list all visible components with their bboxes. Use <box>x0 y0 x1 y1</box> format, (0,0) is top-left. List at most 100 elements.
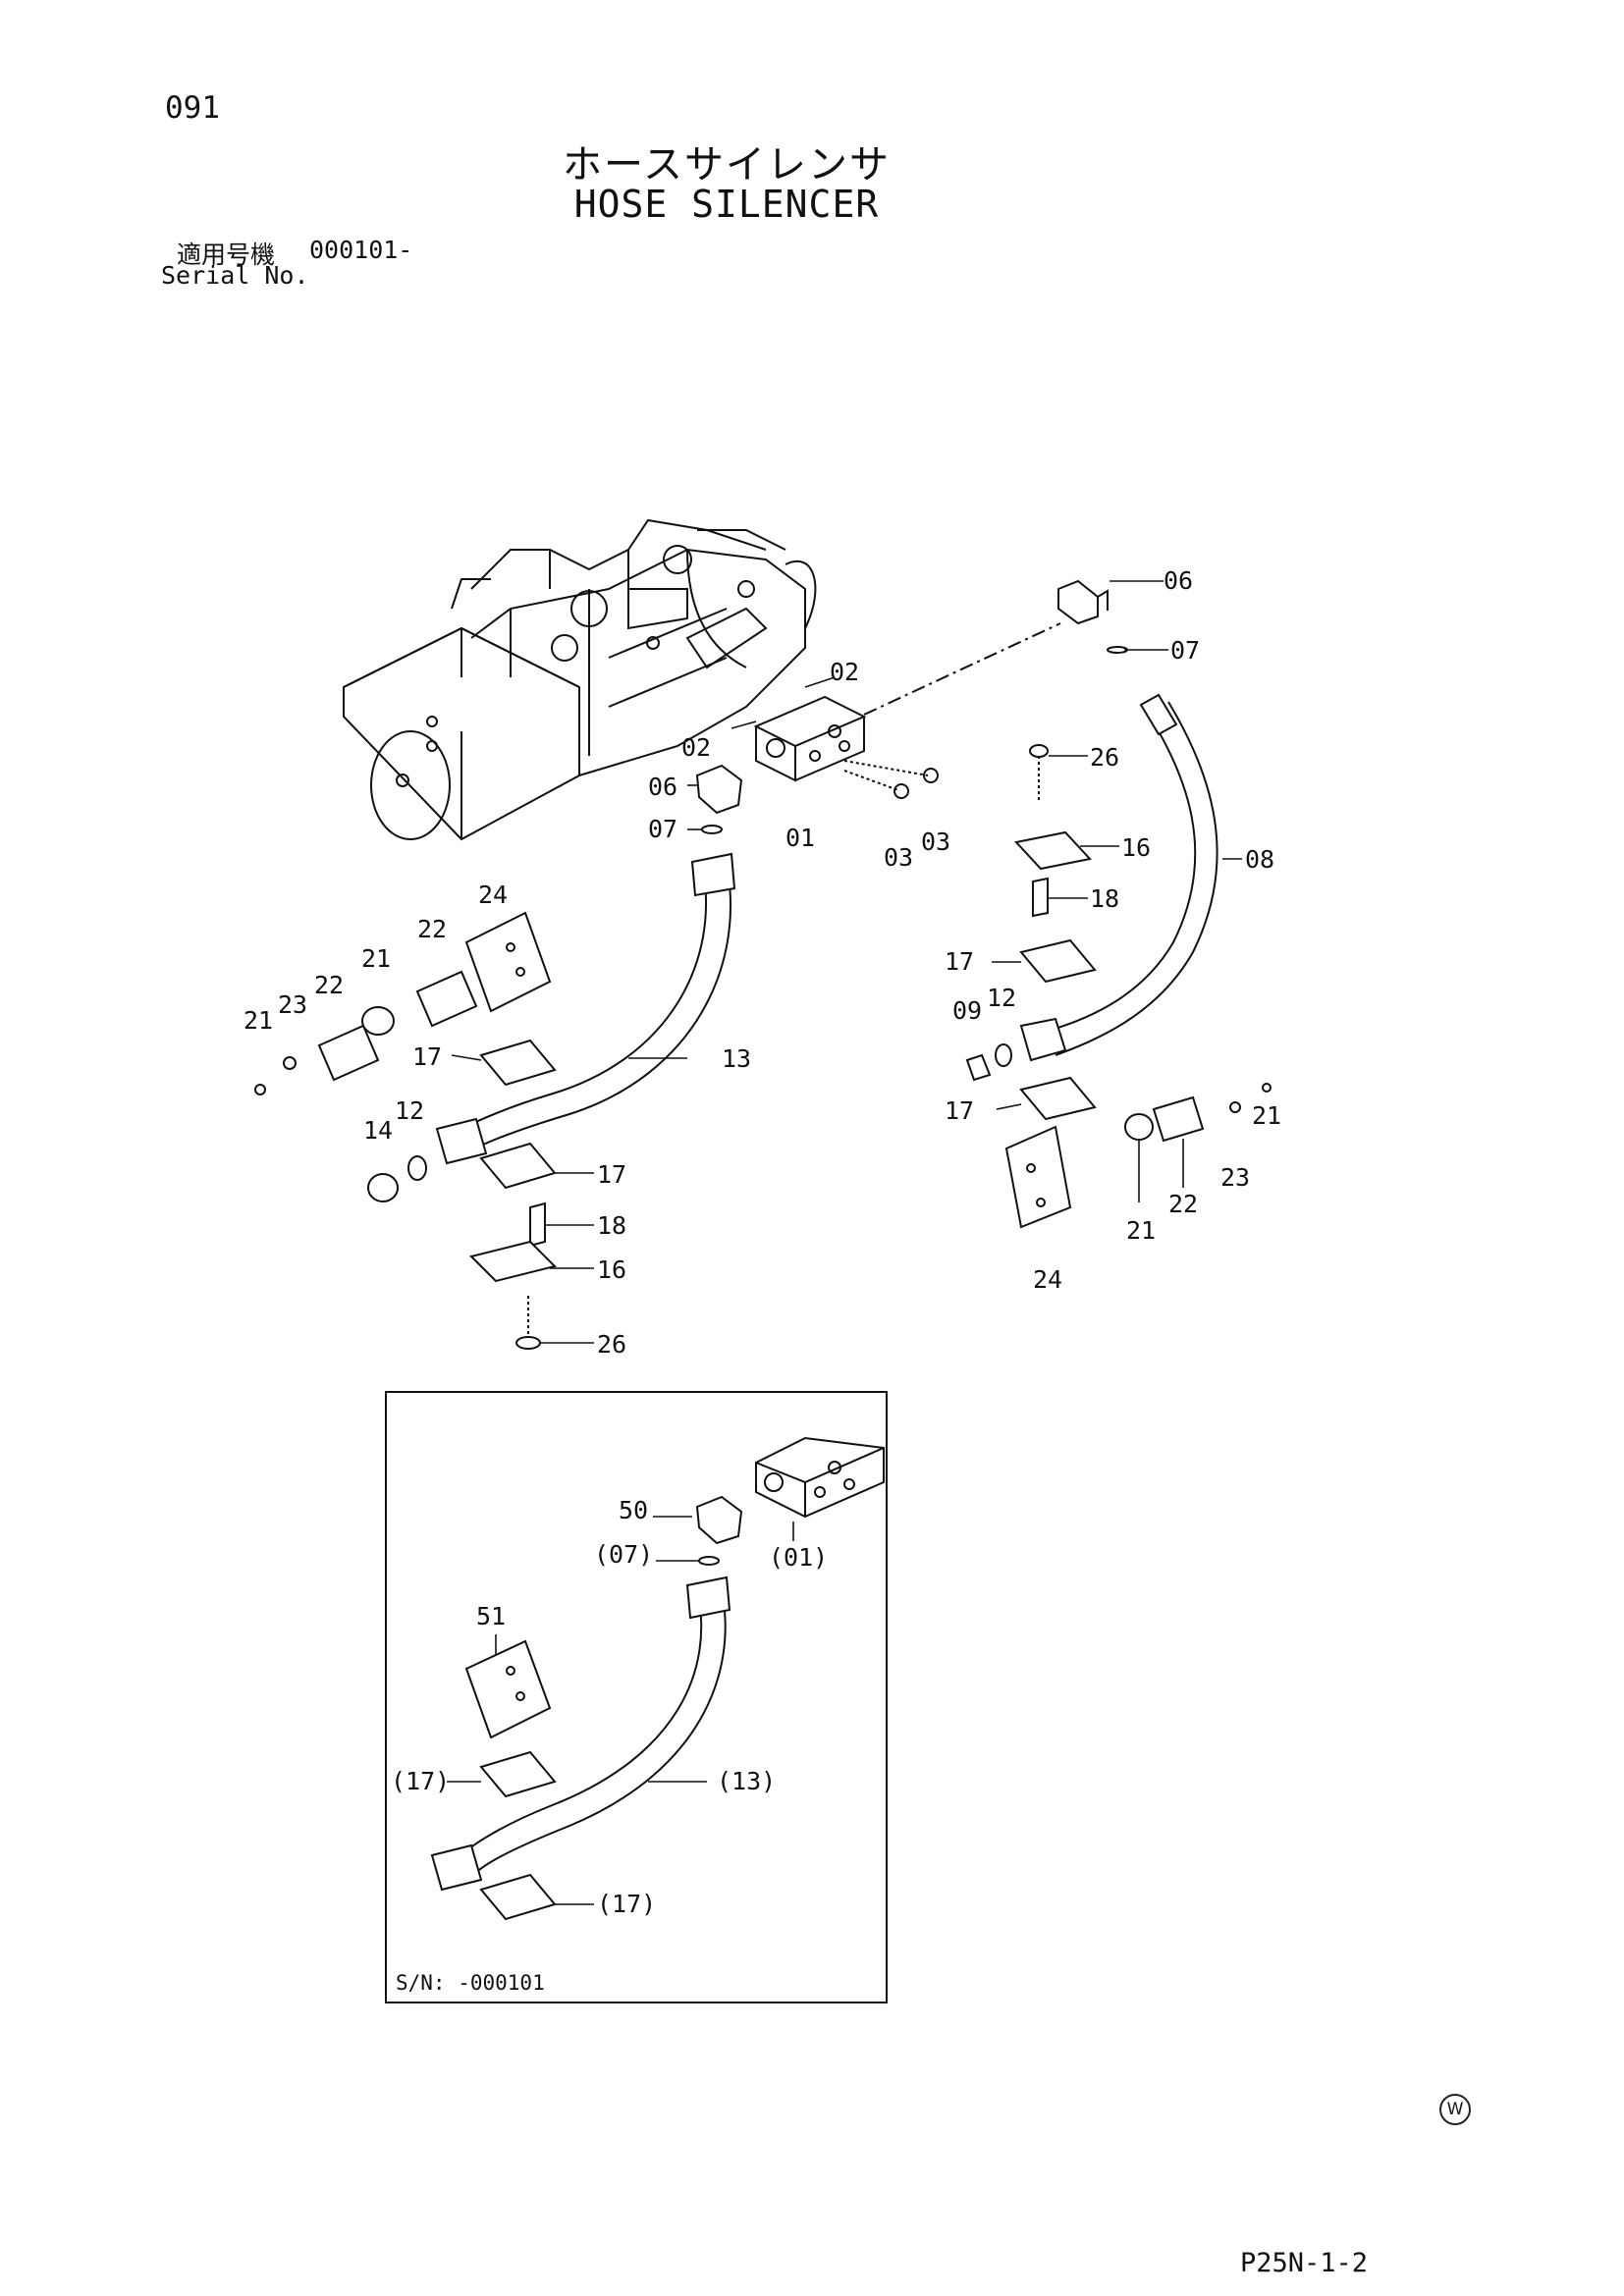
oring-07-left <box>701 825 723 834</box>
callout-07b: 07 <box>648 815 677 843</box>
bracket-24-left <box>464 911 552 1013</box>
bolt-26-left-head <box>515 1336 541 1350</box>
collar-18-left <box>529 1201 546 1248</box>
callout-17b: 17 <box>945 1096 974 1125</box>
callout-22b: 22 <box>314 971 344 999</box>
bracket-24-right-hole-b <box>1036 1198 1046 1207</box>
elbow-06-top-edge <box>1097 589 1109 611</box>
serial-label-japanese: 適用号機 <box>177 240 276 269</box>
callout-17a: 17 <box>945 947 974 976</box>
clamp-17-upper-left <box>479 1039 557 1087</box>
plate-22-upper <box>415 970 478 1028</box>
bracket-24-right-hole-a <box>1026 1163 1036 1173</box>
plate-16-right <box>1014 830 1092 871</box>
callout-12a: 12 <box>987 984 1016 1012</box>
callout-24b: 24 <box>1033 1265 1062 1294</box>
plug-09 <box>965 1053 992 1082</box>
hose-08-fitting-top <box>1139 693 1178 736</box>
callout-07a: 07 <box>1170 636 1200 665</box>
elbow-06-top <box>1057 579 1099 625</box>
serial-value: 000101- <box>309 236 413 264</box>
axis-line <box>863 622 1061 716</box>
bolt-03b-line <box>843 770 899 791</box>
plate-22-lower <box>317 1024 380 1082</box>
pump-assembly <box>343 518 817 841</box>
callout-17d: 17 <box>597 1160 626 1189</box>
elbow-06-left <box>695 764 743 815</box>
callout-24a: 24 <box>478 881 508 909</box>
bolt-26-right-head <box>1029 744 1049 758</box>
bolt-03b-head <box>893 783 909 799</box>
callout-16b: 16 <box>597 1255 626 1284</box>
callout-06b: 06 <box>648 773 677 801</box>
hose-13 <box>460 863 707 1130</box>
washer-23-right <box>1229 1101 1241 1113</box>
callout-21b: 21 <box>244 1006 273 1035</box>
callout-23a: 23 <box>278 990 307 1019</box>
callout-26a: 26 <box>1090 743 1119 772</box>
leader-lines <box>451 580 1242 1344</box>
callout-02b: 02 <box>681 733 711 762</box>
inset-callout-13: (13) <box>717 1767 776 1795</box>
inset-callout-17a: (17) <box>391 1767 450 1795</box>
callouts-main: 02 02 06 07 06 07 01 03 03 26 16 08 18 1… <box>244 566 1281 1359</box>
plug-14 <box>367 1173 399 1202</box>
callout-21a: 21 <box>361 944 391 973</box>
inset-callout-50: 50 <box>619 1496 648 1524</box>
maker-mark: W <box>1439 2094 1471 2125</box>
callout-13: 13 <box>722 1044 751 1073</box>
inset-callout-07: (07) <box>594 1540 653 1569</box>
callout-22c: 22 <box>1168 1190 1198 1218</box>
hose-08-fitting-bottom <box>1019 1017 1067 1062</box>
callout-03a: 03 <box>884 843 913 872</box>
callout-18b: 18 <box>597 1211 626 1240</box>
washer-23-left <box>283 1056 297 1070</box>
inset-serial-note: S/N: -000101 <box>396 1971 545 1995</box>
bolt-03a-line <box>843 760 929 776</box>
callout-23b: 23 <box>1220 1163 1250 1192</box>
callout-01: 01 <box>785 824 815 852</box>
callout-22a: 22 <box>417 915 447 943</box>
title-japanese: ホースサイレンサ <box>563 142 891 187</box>
callouts-inset: 50 (07) (01) 51 (17) (13) (17) <box>391 1496 828 1918</box>
hose-13-inner <box>478 863 731 1148</box>
nut-21-left <box>254 1084 266 1095</box>
inset-callout-51: 51 <box>476 1602 506 1630</box>
callout-06a: 06 <box>1164 566 1193 595</box>
callout-18a: 18 <box>1090 884 1119 913</box>
clamp-17-lower-left <box>479 1142 557 1190</box>
inset-callout-01: (01) <box>769 1543 828 1572</box>
page-code: P25N-1-2 <box>1240 2248 1369 2278</box>
serial-label-english: Serial No. <box>161 261 309 290</box>
callout-21d: 21 <box>1126 1216 1156 1245</box>
hose-13-fitting-top <box>690 852 736 897</box>
callout-14: 14 <box>363 1116 393 1145</box>
bolt-03a-head <box>923 768 939 783</box>
inset-callout-17b: (17) <box>597 1890 656 1918</box>
hose-08-inner <box>1055 701 1218 1056</box>
callout-26b: 26 <box>597 1330 626 1359</box>
callout-21c: 21 <box>1252 1101 1281 1130</box>
callout-08: 08 <box>1245 845 1274 874</box>
clamp-17-lower-right <box>1019 1076 1097 1121</box>
title-english: HOSE SILENCER <box>573 183 880 226</box>
inset-leaders <box>447 1516 794 1905</box>
clamp-17-upper-right <box>1019 938 1097 984</box>
inset-frame <box>385 1391 888 2003</box>
callout-02a: 02 <box>830 658 859 686</box>
hose-08 <box>1048 706 1197 1032</box>
callout-12b: 12 <box>395 1096 424 1125</box>
plate-22-right <box>1152 1095 1205 1143</box>
oring-12-left <box>407 1155 427 1181</box>
oring-12-right <box>995 1043 1012 1067</box>
callout-03b: 03 <box>921 828 950 856</box>
cushion-21-left <box>361 1006 395 1036</box>
collar-18-right <box>1032 877 1049 918</box>
bracket-24-hole-b <box>515 967 525 977</box>
inset-drawing <box>430 1436 885 1921</box>
bracket-24-right <box>1004 1125 1072 1229</box>
page-number: 091 <box>165 90 220 126</box>
block-01 <box>753 695 867 782</box>
cushion-21-right <box>1124 1113 1154 1141</box>
